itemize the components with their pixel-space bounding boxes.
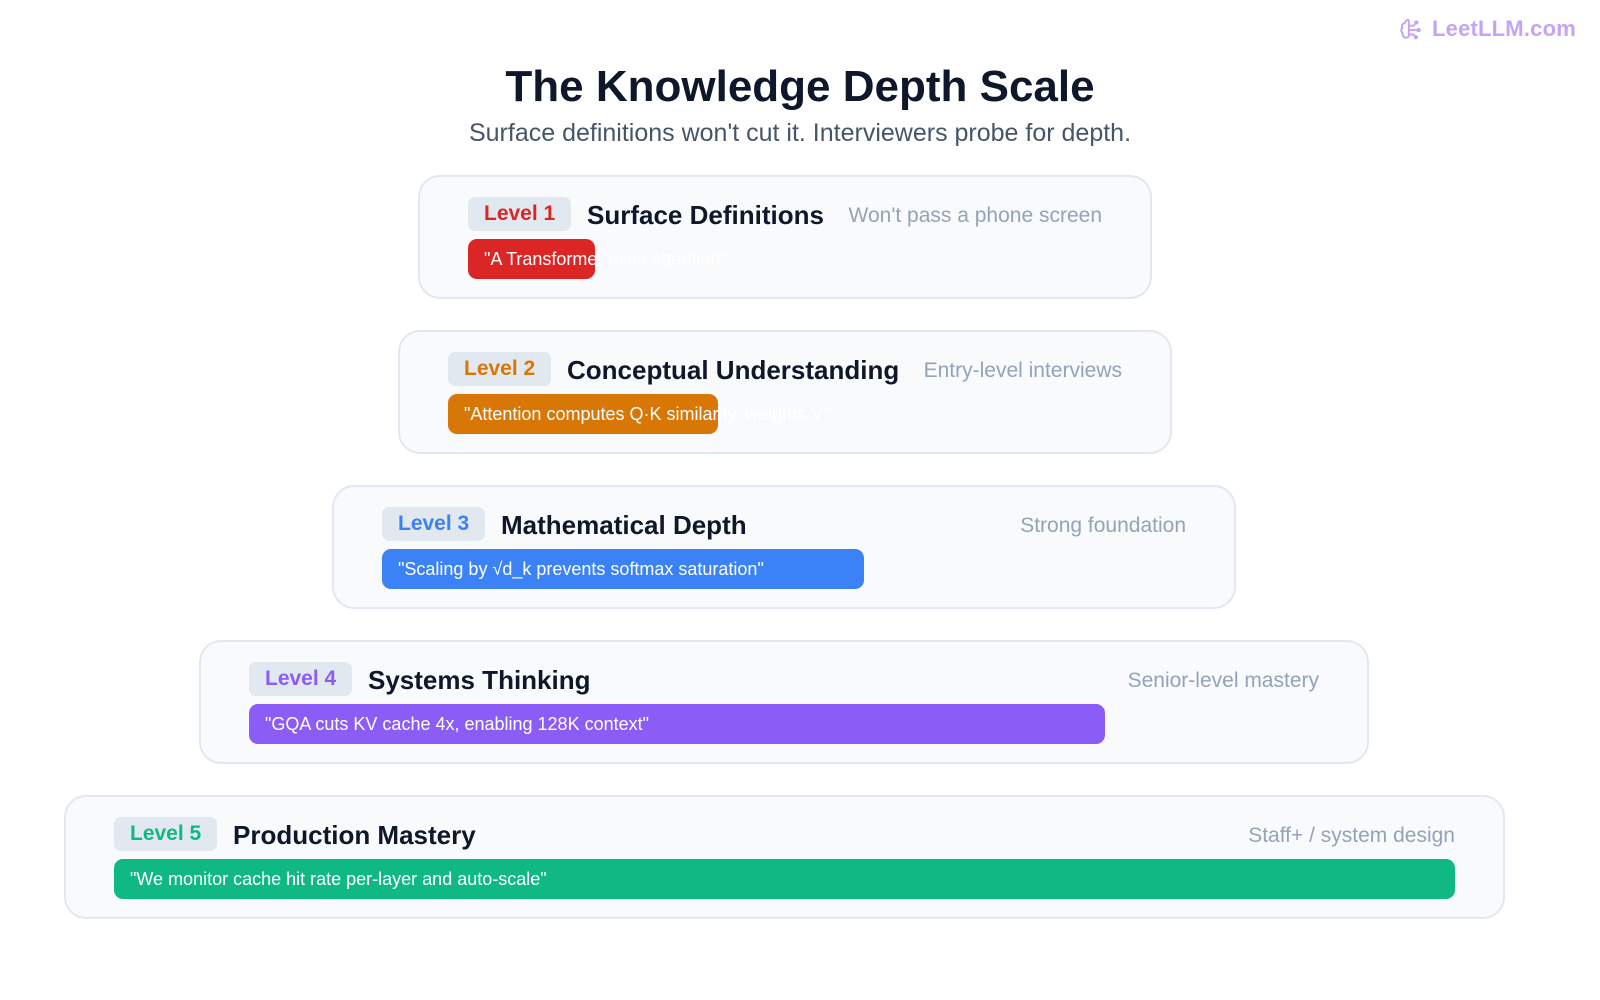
level-badge: Level 4 [249, 662, 353, 696]
page-subtitle: Surface definitions won't cut it. Interv… [468, 119, 1132, 147]
level-card-4: "GQA cuts KV cache 4x, enabling 128K con… [199, 640, 1369, 764]
level-name: Conceptual Understanding [567, 355, 900, 385]
level-note: Senior-level mastery [1127, 669, 1319, 692]
level-name: Production Mastery [233, 820, 476, 850]
level-badge: Level 1 [468, 197, 572, 231]
quote-text: "Scaling by √d_k prevents softmax satura… [398, 559, 764, 579]
level-badge: Level 2 [448, 352, 552, 386]
brain-icon [1400, 18, 1421, 40]
quote-text: "A Transformer uses attention" [484, 249, 727, 269]
level-name: Surface Definitions [587, 200, 824, 230]
level-note: Won't pass a phone screen [848, 204, 1102, 227]
level-badge: Level 3 [382, 507, 486, 541]
level-card-5: "We monitor cache hit rate per-layer and… [64, 795, 1505, 919]
quote-bar [114, 859, 1455, 899]
quote-text: "Attention computes Q·K similarity, weig… [464, 404, 830, 424]
level-note: Entry-level interviews [923, 359, 1122, 382]
level-card-3: "Scaling by √d_k prevents softmax satura… [332, 485, 1236, 609]
quote-text: "GQA cuts KV cache 4x, enabling 128K con… [265, 714, 650, 734]
level-note: Staff+ / system design [1248, 824, 1455, 847]
quote-bar [448, 394, 718, 434]
quote-bar [382, 549, 864, 589]
page-title: The Knowledge Depth Scale [505, 62, 1095, 111]
brand-name: LeetLLM.com [1432, 16, 1576, 41]
level-note: Strong foundation [1020, 514, 1186, 537]
quote-text: "We monitor cache hit rate per-layer and… [130, 869, 547, 889]
quote-bar [468, 239, 595, 279]
brand-logo: LeetLLM.com [1398, 16, 1576, 42]
level-badge: Level 5 [114, 817, 218, 851]
level-name: Systems Thinking [368, 665, 591, 695]
quote-bar [249, 704, 1105, 744]
level-name: Mathematical Depth [501, 510, 747, 540]
level-card-2: "Attention computes Q·K similarity, weig… [398, 330, 1172, 454]
level-card-1: "A Transformer uses attention" Level 1 S… [418, 175, 1152, 299]
